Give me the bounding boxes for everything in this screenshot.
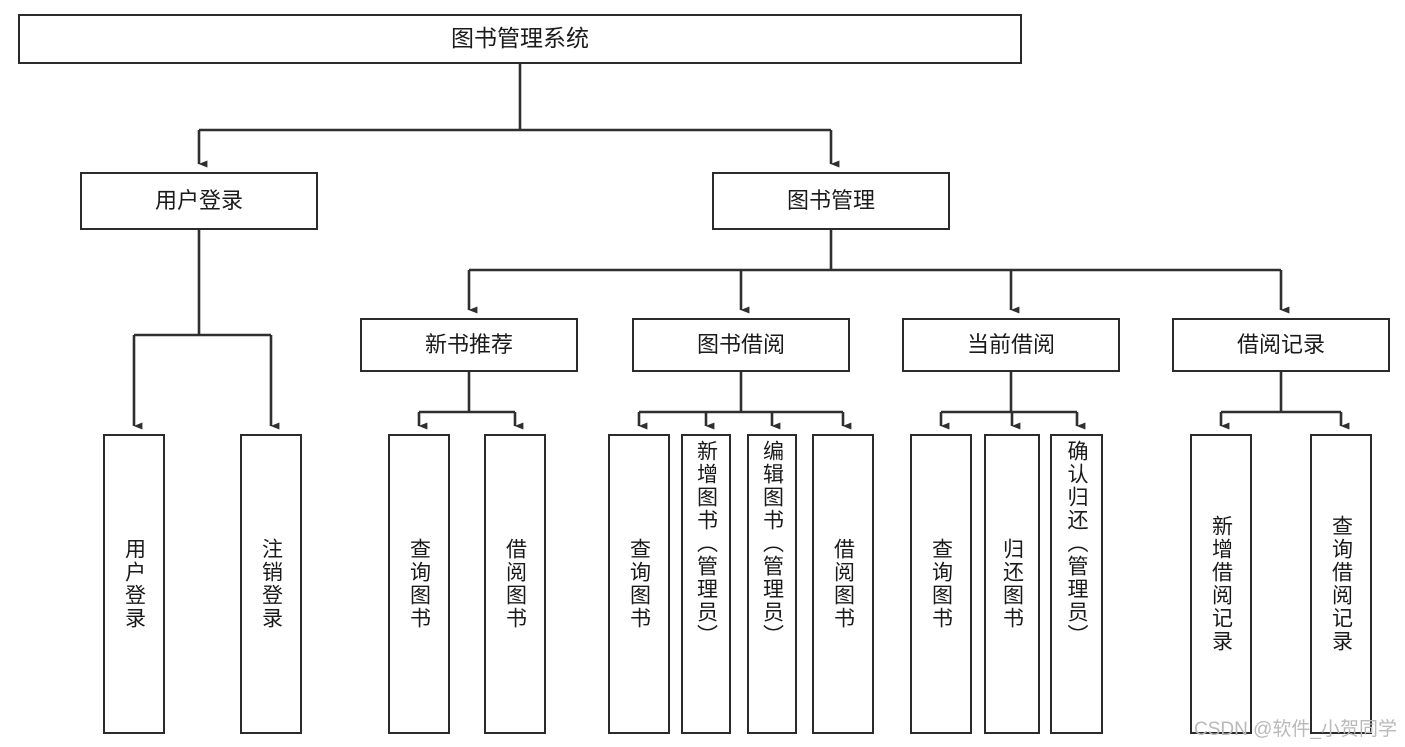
node-root-system[interactable]: 图书管理系统 (18, 14, 1022, 64)
node-leaf-return-book[interactable]: 归还图书 (984, 434, 1040, 734)
node-leaf-query-book-1[interactable]: 查询图书 (388, 434, 450, 734)
node-borrow-record-label: 借阅记录 (1236, 332, 1325, 358)
node-new-book-recommend[interactable]: 新书推荐 (360, 318, 578, 372)
node-leaf-query-record[interactable]: 查询借阅记录 (1310, 434, 1372, 734)
node-leaf-edit-book-label: 编辑图书（管理员） (760, 440, 784, 647)
node-current-borrow-label: 当前借阅 (966, 332, 1055, 358)
node-new-book-recommend-label: 新书推荐 (424, 332, 513, 358)
node-book-manage[interactable]: 图书管理 (712, 172, 950, 230)
node-leaf-logout-label: 注销登录 (259, 538, 283, 630)
node-leaf-add-book-label: 新增图书（管理员） (694, 440, 718, 647)
node-leaf-borrow-book-1-label: 借阅图书 (503, 538, 527, 630)
node-leaf-query-book-2-label: 查询图书 (627, 538, 651, 630)
node-root-system-label: 图书管理系统 (451, 25, 589, 52)
node-leaf-add-book[interactable]: 新增图书（管理员） (681, 434, 731, 734)
node-leaf-edit-book[interactable]: 编辑图书（管理员） (747, 434, 797, 734)
node-borrow-record[interactable]: 借阅记录 (1172, 318, 1390, 372)
node-leaf-user-login[interactable]: 用户登录 (103, 434, 165, 734)
node-leaf-user-login-label: 用户登录 (122, 538, 146, 630)
node-leaf-query-book-3[interactable]: 查询图书 (910, 434, 972, 734)
node-leaf-borrow-book-2[interactable]: 借阅图书 (812, 434, 874, 734)
node-book-manage-label: 图书管理 (786, 188, 875, 214)
node-book-borrow-label: 图书借阅 (696, 332, 785, 358)
node-leaf-confirm-return-label: 确认归还（管理员） (1065, 440, 1088, 647)
node-leaf-query-book-2[interactable]: 查询图书 (608, 434, 670, 734)
node-current-borrow[interactable]: 当前借阅 (902, 318, 1120, 372)
node-book-borrow[interactable]: 图书借阅 (632, 318, 850, 372)
node-leaf-confirm-return[interactable]: 确认归还（管理员） (1050, 434, 1103, 734)
node-leaf-query-record-label: 查询借阅记录 (1329, 515, 1353, 653)
node-leaf-add-record[interactable]: 新增借阅记录 (1190, 434, 1252, 734)
node-user-login[interactable]: 用户登录 (80, 172, 318, 230)
node-leaf-borrow-book-2-label: 借阅图书 (831, 538, 855, 630)
node-leaf-query-book-1-label: 查询图书 (407, 538, 431, 630)
node-leaf-borrow-book-1[interactable]: 借阅图书 (484, 434, 546, 734)
node-leaf-return-book-label: 归还图书 (1000, 538, 1024, 630)
node-user-login-label: 用户登录 (154, 188, 243, 214)
node-leaf-logout[interactable]: 注销登录 (240, 434, 302, 734)
node-leaf-add-record-label: 新增借阅记录 (1209, 515, 1233, 653)
node-leaf-query-book-3-label: 查询图书 (929, 538, 953, 630)
